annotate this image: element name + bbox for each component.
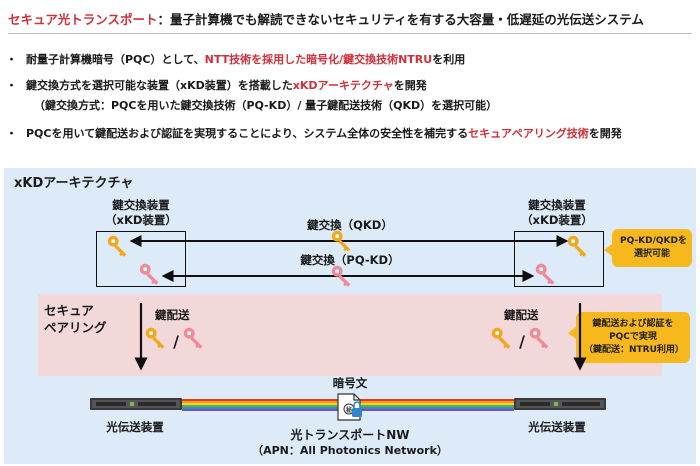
bullet-text: 耐量子計算機暗号（PQC）として、 bbox=[26, 53, 205, 66]
qkd-exchange-label: 鍵交換（QKD） bbox=[307, 218, 393, 232]
bullet-item-pqc: ・耐量子計算機暗号（PQC）として、NTT技術を採用した暗号化/鍵交換技術NTR… bbox=[6, 52, 465, 68]
orange-key-icon bbox=[107, 235, 127, 257]
bubble-line: PQCで実現 bbox=[609, 332, 657, 342]
transport-device-right-label: 光伝送装置 bbox=[528, 420, 586, 434]
xkd-device-right-label: 鍵交換装置 （xKD装置） bbox=[512, 198, 602, 228]
key-slash-right: / bbox=[519, 332, 525, 351]
orange-key-icon bbox=[145, 327, 165, 349]
key-distribution-left-label: 鍵配送 bbox=[155, 308, 190, 322]
headline-rule bbox=[8, 33, 692, 34]
pink-key-icon bbox=[535, 263, 555, 285]
transport-device-left-label: 光伝送装置 bbox=[106, 420, 164, 434]
xkd-device-left-subtitle: （xKD装置） bbox=[105, 213, 177, 227]
bullet-dot: ・ bbox=[6, 79, 17, 92]
xkd-device-right-box bbox=[514, 231, 604, 287]
pqkd-exchange-label: 鍵交換（PQ-KD） bbox=[300, 253, 400, 267]
network-name: 光トランスポートNW bbox=[290, 428, 410, 442]
bullet-text: 鍵交換方式を選択可能な装置（xKD装置）を搭載した bbox=[26, 79, 293, 92]
bubble-pointer bbox=[568, 327, 576, 339]
secure-pairing-line: ペアリング bbox=[44, 320, 107, 335]
bubble-line: （鍵配送：NTRU利用） bbox=[584, 345, 684, 355]
bullet-text: PQCを用いて鍵配送および認証を実現することにより、システム全体の安全性を補完す… bbox=[26, 127, 469, 140]
bullet-text: を開発 bbox=[393, 79, 427, 92]
xkd-device-left-box bbox=[96, 231, 186, 287]
panel-title: xKDアーキテクチャ bbox=[14, 176, 134, 191]
bullet-text: を利用 bbox=[432, 53, 466, 66]
xkd-device-right-title: 鍵交換装置 bbox=[528, 198, 586, 212]
transport-device-right-icon bbox=[514, 398, 606, 410]
headline-rest: ：量子計算機でも解読できないセキュリティを有する大容量・低遅延の光伝送システム bbox=[157, 12, 644, 27]
bullet-highlight: セキュアペアリング技術 bbox=[468, 127, 589, 140]
selectable-method-bubble: PQ-KD/QKDを 選択可能 bbox=[612, 229, 692, 267]
bullet-item-pairing: ・ PQCを用いて鍵配送および認証を実現することにより、システム全体の安全性を補完… bbox=[6, 126, 622, 142]
headline: セキュア光トランスポート：量子計算機でも解読できないセキュリティを有する大容量・… bbox=[8, 8, 694, 32]
secure-pairing-label: セキュア ペアリング bbox=[44, 302, 118, 336]
transport-device-left-icon bbox=[90, 398, 182, 410]
bullet-dot: ・ bbox=[6, 53, 17, 66]
xkd-device-left-title: 鍵交換装置 bbox=[112, 198, 170, 212]
bullet-text: を開発 bbox=[588, 127, 622, 140]
bullet-item-xkd: ・鍵交換方式を選択可能な装置（xKD装置）を搭載したxKDアーキテクチャを開発 bbox=[6, 78, 427, 94]
orange-key-icon bbox=[567, 235, 587, 257]
bullet-subline: （鍵交換方式：PQCを用いた鍵交換技術（PQ-KD）/ 量子鍵配送技術（QKD）… bbox=[34, 99, 498, 112]
encrypted-document-icon bbox=[337, 393, 362, 421]
pink-key-icon bbox=[139, 263, 159, 285]
bullet-highlight: NTT技術を採用した暗号化/鍵交換技術NTRU bbox=[204, 53, 433, 66]
pink-key-icon bbox=[183, 327, 203, 349]
key-distribution-right-label: 鍵配送 bbox=[504, 308, 539, 322]
ciphertext-label: 暗号文 bbox=[332, 376, 368, 390]
pqc-key-distribution-bubble: 鍵配送および認証を PQCで実現 （鍵配送：NTRU利用） bbox=[576, 312, 690, 363]
bubble-line: 鍵配送および認証を bbox=[592, 319, 674, 329]
key-slash-left: / bbox=[173, 332, 179, 351]
bullet-dot: ・ bbox=[6, 127, 17, 140]
pink-key-icon bbox=[529, 327, 549, 349]
bubble-line: PQ-KD/QKDを bbox=[620, 236, 687, 246]
network-subtitle: （APN：All Photonics Network） bbox=[252, 444, 448, 457]
secure-pairing-line: セキュア bbox=[44, 303, 94, 318]
bullet-highlight: xKDアーキテクチャ bbox=[292, 79, 394, 92]
xkd-device-left-label: 鍵交換装置 （xKD装置） bbox=[96, 198, 186, 228]
orange-key-icon bbox=[491, 327, 511, 349]
bubble-line: 選択可能 bbox=[633, 249, 670, 259]
headline-accent: セキュア光トランスポート bbox=[8, 12, 158, 27]
bubble-pointer bbox=[604, 244, 612, 256]
secret-mark: 秘 bbox=[346, 406, 352, 414]
xkd-device-right-subtitle: （xKD装置） bbox=[521, 213, 593, 227]
